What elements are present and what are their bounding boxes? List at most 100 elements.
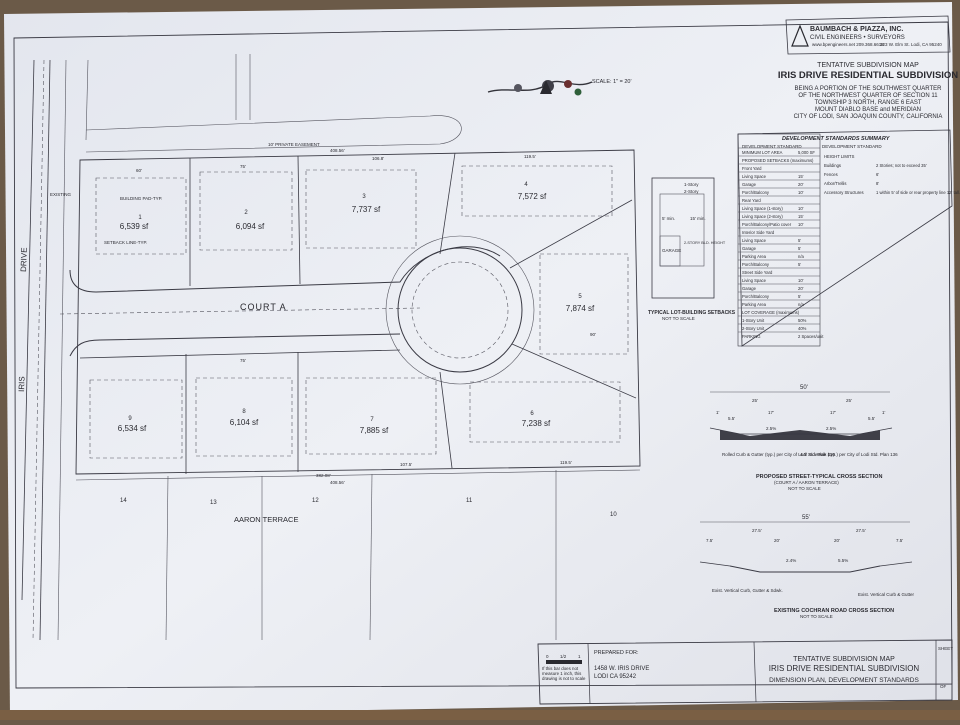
cul-de-sac-bulb [397,247,523,373]
dim-top-north: 106.8' [372,156,384,161]
title-block-div-2 [753,641,757,703]
dev-right-label: Accessory Structures [824,190,864,195]
title-block-line2: IRIS DRIVE RESIDENTIAL SUBDIVISION [769,664,920,673]
dev-row-label: Living Space [742,174,767,179]
dev-row-value: 5' [798,246,801,251]
dev-row-label: 1-Story Unit [742,318,765,323]
section2-width: 55' [802,515,810,521]
aaron-terrace-line [75,469,641,481]
dev-row-label: Porch/Balcony/Patio cover [742,222,792,227]
dev-row-label: Garage [742,286,757,291]
dev-row-label: Garage [742,246,757,251]
lot-3-area: 7,737 sf [352,205,381,214]
note-pad: BUILDING PAD-TYP. [120,196,162,201]
note-existing: EXISTING [50,192,72,197]
background-wood-bottom [0,710,960,720]
dev-row-label: Living Space [742,278,767,283]
adjacent-lot-14: 14 [120,498,127,504]
sheet-label: SHEET [938,646,953,651]
dev-row-label: MINIMUM LOT AREA [742,150,783,155]
lot-line-2-3 [297,155,301,285]
dev-row-label: Parking Area [742,254,767,259]
dev-row-label: Living Space (1-story) [742,206,783,211]
firm-sub: CIVIL ENGINEERS • SURVEYORS [810,35,905,41]
sheet-of: OF [940,684,947,689]
prepared-addr-2: LODI CA 95242 [594,674,637,680]
lot-5-area: 7,874 sf [566,304,595,313]
dev-row-label: Interior Side Yard [742,230,775,235]
iris-drive-edge-1 [21,59,35,601]
dev-row-label: Living Space [742,238,767,243]
header-desc-3: TOWNSHIP 3 NORTH, RANGE 6 EAST [814,100,921,106]
dev-standards-col1: DEVELOPMENT STANDARD [742,144,802,149]
dev-row-label: PARKING [742,334,761,339]
north-arrow-icon [487,80,593,96]
firm-box [785,15,951,55]
section2-nts: NOT TO SCALE [800,614,833,619]
lot-8-number: 8 [242,409,246,415]
dev-row-value: 15' [798,214,804,219]
dim-bottom: 408.56' [330,480,345,485]
dev-row-label: PROPOSED SETBACKS (maximums) [742,158,814,163]
lot-9-number: 9 [128,416,132,422]
lot-line-6-7 [439,371,453,469]
firm-block: BAUMBACH & PIAZZA, INC. CIVIL ENGINEERS … [785,15,951,55]
header-desc-2: OF THE NORTHWEST QUARTER OF SECTION 11 [798,93,938,99]
scale-tick-0: 0 [546,654,549,659]
header-line1: TENTATIVE SUBDIVISION MAP [817,62,919,69]
dev-row-value: 5' [798,238,801,243]
pad-lot-1 [95,177,187,255]
lot-5-number: 5 [578,294,582,300]
dev-right-value: 2 Stories; not to exceed 35' [876,163,927,168]
paper-sheet [4,2,958,716]
section2-ground [699,561,913,567]
lot-2-area: 6,094 sf [236,222,265,231]
existing-road-section: 55' 27.5' 27.5' 7.5' 7.5' 20' 20' 2.4% 5… [699,515,915,619]
lot-3-number: 3 [362,194,366,200]
dev-row-value: 5,000 SF [798,150,815,155]
typical-lot-front: 15' min. [690,216,706,221]
lot-line-3-4 [439,152,456,255]
section2-road [729,565,881,573]
scale-label: SCALE: 1" = 20' [592,79,632,85]
dev-row-value: 40% [798,326,807,331]
dev-right-value: 6' [876,172,879,177]
iris-drive-edge-3 [57,59,67,641]
dev-row-label: Street Side Yard [742,270,773,275]
street-label-drive: DRIVE [19,247,29,272]
dev-row-label: Rear Yard [742,198,761,203]
dim-lot6-bottom: 119.5' [560,460,572,465]
adjacent-lot-11: 11 [466,498,473,504]
dim-lot1-front: 60' [136,168,142,173]
lot-8-area: 6,104 sf [230,418,259,427]
typical-lot-side: 5' min. [662,216,675,221]
title-block: 0 1/2 1 If this bar does not measure 1 i… [537,639,953,705]
street-label-iris: IRIS [17,376,27,392]
dev-row-value: 50% [798,318,807,323]
pad-lot-7 [305,377,437,455]
pad-lot-4 [461,165,613,217]
section1-mark-3: 5.5' [868,416,875,421]
lot-1-number: 1 [138,215,142,221]
typical-lot-outline [651,177,715,299]
firm-contact: www.bpengineers.net 209.368.6618 [812,42,884,47]
lot-4-area: 7,572 sf [518,192,547,201]
note-easement: 10' PRIVATE EASEMENT [268,142,320,147]
cul-de-sac-top [85,115,462,153]
firm-address: 323 W. Elm St. Lodi, CA 95240 [880,42,942,47]
title-block-div-1 [587,643,591,705]
dim-lot8-front: 75' [240,358,246,363]
section1-mark-2: 5.5' [728,416,735,421]
dev-standards-title: DEVELOPMENT STANDARDS SUMMARY [782,136,891,142]
section1-width: 50' [800,385,808,391]
scale-note: If this bar does not measure 1 inch, thi… [542,666,586,681]
section2-title: EXISTING COCHRAN ROAD CROSS SECTION [774,608,894,614]
typical-lot-title: TYPICAL LOT-BUILDING SETBACKS [648,310,736,316]
adj-lot-line-1 [165,475,169,641]
dev-row-value: 10' [798,190,804,195]
note-setback: SETBACK LINE-TYP. [104,240,147,245]
dev-row-value: 15' [798,174,804,179]
